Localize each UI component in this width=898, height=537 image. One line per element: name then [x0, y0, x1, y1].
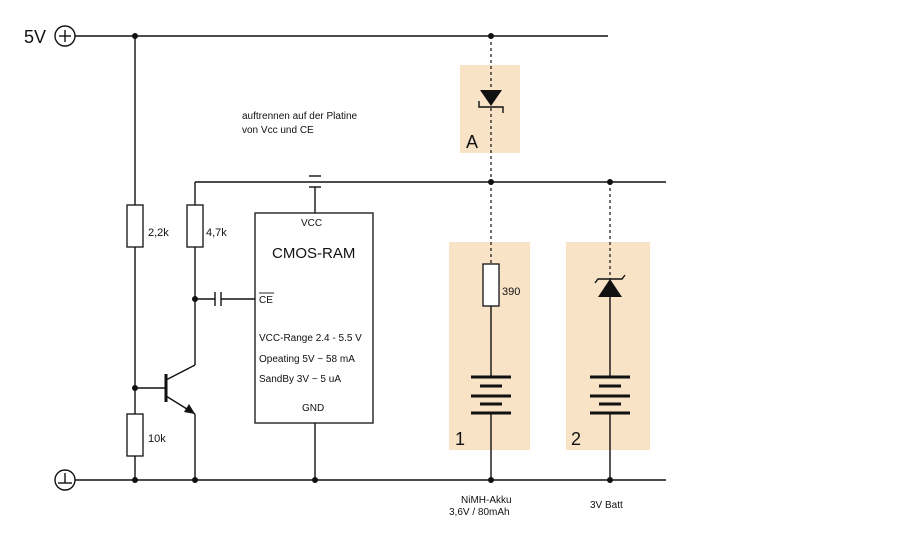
region-2-highlight [566, 242, 650, 450]
batt-3v-caption: 3V Batt [590, 500, 623, 511]
resistor-4k7 [186, 204, 204, 248]
resistor-2k2-label: 2,2k [148, 227, 169, 239]
junction-nodes [132, 33, 613, 483]
region-a-label: A [466, 132, 478, 152]
chip-operating: Opeating 5V ~ 58 mA [259, 354, 355, 365]
npn-transistor [135, 364, 196, 415]
chip-ce-pin: CE [259, 295, 273, 306]
chip-vcc-pin: VCC [301, 218, 322, 229]
chip-title: CMOS-RAM [272, 245, 355, 262]
resistor-10k-label: 10k [148, 433, 166, 445]
schottky-diode-a [478, 90, 504, 113]
region-1-label: 1 [455, 429, 465, 449]
3v-battery [590, 375, 630, 415]
resistor-2k2 [126, 204, 144, 248]
supply-voltage-label: 5V [24, 27, 46, 47]
zener-diode [594, 274, 626, 297]
chip-standby: SandBy 3V ~ 5 uA [259, 374, 341, 385]
cmos-ram-chip [254, 212, 374, 424]
supply-terminal [54, 25, 76, 47]
ground-terminal [54, 469, 76, 491]
chip-gnd-pin: GND [302, 403, 324, 414]
resistor-10k [126, 413, 144, 457]
resistor-390 [482, 263, 500, 307]
annotation-line-1: auftrennen auf der Platine [242, 111, 358, 122]
resistor-390-label: 390 [502, 286, 520, 298]
nimh-caption-2: 3,6V / 80mAh [449, 507, 510, 518]
region-2-label: 2 [571, 429, 581, 449]
chip-vcc-range: VCC-Range 2.4 - 5.5 V [259, 333, 362, 344]
resistor-4k7-label: 4,7k [206, 227, 227, 239]
nimh-caption-1: NiMH-Akku [461, 495, 512, 506]
annotation-line-2: von Vcc und CE [242, 125, 314, 136]
region-a-highlight [460, 65, 520, 153]
